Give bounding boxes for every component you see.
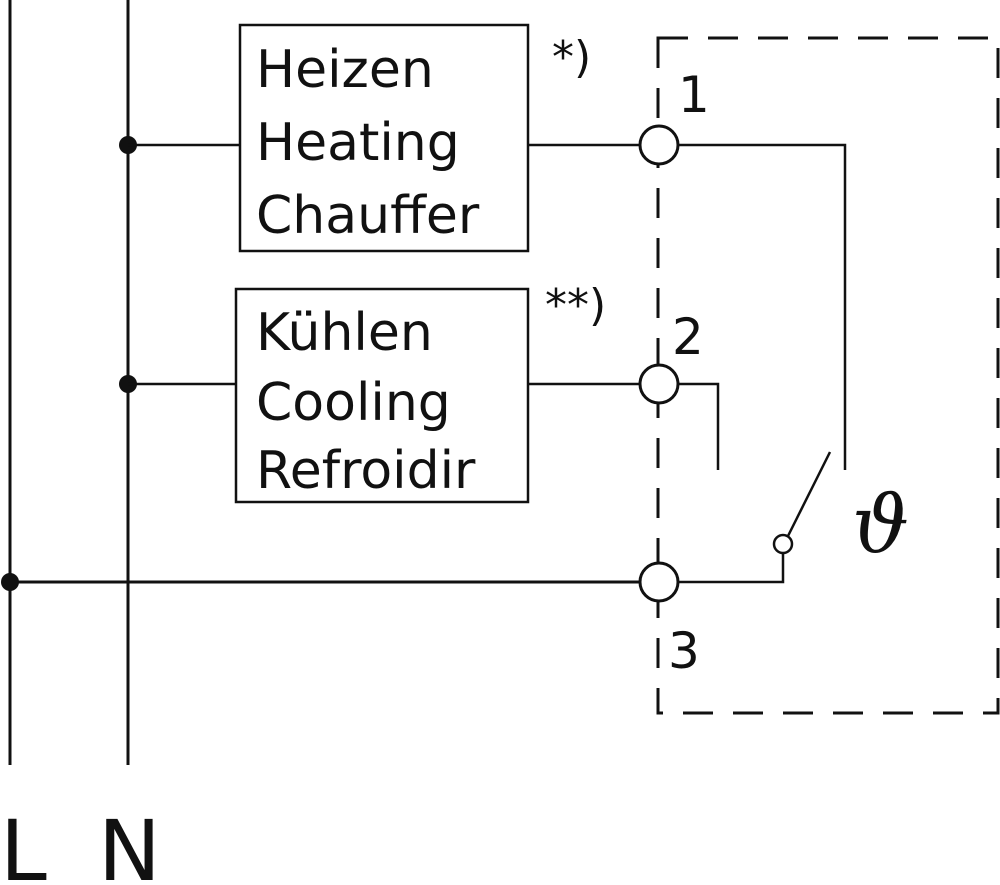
terminal-3-number: 3: [668, 622, 700, 680]
thermostat-enclosure: [656, 36, 1000, 715]
rail-n-label: N: [98, 802, 161, 885]
switch-blade: [786, 451, 832, 537]
cooling-footnote: **): [545, 280, 606, 331]
heating-label-en: Heating: [256, 113, 460, 173]
internal-wire-t3: [678, 553, 785, 584]
heating-footnote: *): [552, 32, 591, 83]
heating-box: [238, 23, 530, 253]
cooling-label-de: Kühlen: [256, 303, 433, 363]
internal-wire-t1: [678, 143, 847, 470]
terminal-3: [638, 561, 680, 603]
switch-pivot: [772, 533, 794, 555]
terminal-2: [638, 363, 680, 405]
cooling-box: [234, 287, 530, 504]
thermostat-symbol: ϑ: [852, 478, 909, 571]
cooling-label-fr: Refroidir: [256, 441, 476, 501]
terminal-1: [638, 124, 680, 166]
terminal-1-number: 1: [678, 66, 710, 124]
heating-label-de: Heizen: [256, 40, 434, 100]
terminal-2-number: 2: [672, 308, 704, 366]
rail-l-label: L: [0, 802, 47, 885]
internal-wire-t2: [678, 382, 720, 470]
heating-label-fr: Chauffer: [256, 186, 480, 246]
cooling-label-en: Cooling: [256, 373, 451, 433]
